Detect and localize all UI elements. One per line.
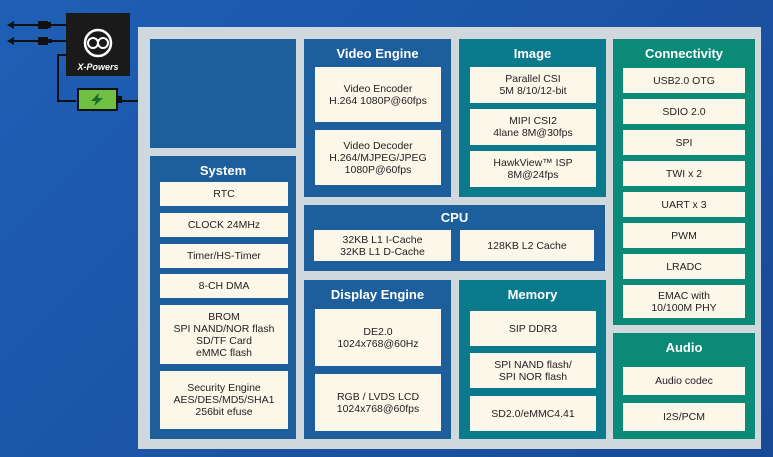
uart-item: UART x 3	[623, 192, 745, 217]
block-title: Video Engine	[336, 45, 419, 61]
video-encoder-item: Video Encoder H.264 1080P@60fps	[315, 67, 441, 122]
timer-item: Timer/HS-Timer	[160, 244, 288, 268]
system-block: System RTC CLOCK 24MHz Timer/HS-Timer 8-…	[150, 156, 296, 439]
connectivity-block: Connectivity USB2.0 OTG SDIO 2.0 SPI TWI…	[613, 39, 755, 325]
lradc-item: LRADC	[623, 254, 745, 279]
brom-item: BROM SPI NAND/NOR flash SD/TF Card eMMC …	[160, 305, 288, 364]
video-decoder-item: Video Decoder H.264/MJPEG/JPEG 1080P@60f…	[315, 130, 441, 185]
rtc-item: RTC	[160, 182, 288, 206]
video-engine-block: Video Engine Video Encoder H.264 1080P@6…	[304, 39, 451, 197]
parallel-csi-item: Parallel CSI 5M 8/10/12-bit	[470, 67, 596, 103]
emac-item: EMAC with 10/100M PHY	[623, 285, 745, 318]
block-title: Display Engine	[330, 286, 425, 302]
pmic-logo-text: X-Powers	[77, 62, 119, 72]
spi-item: SPI	[623, 130, 745, 155]
l2-cache-item: 128KB L2 Cache	[460, 230, 594, 261]
sdio-item: SDIO 2.0	[623, 99, 745, 124]
audio-codec-item: Audio codec	[623, 367, 745, 395]
i2s-pcm-item: I2S/PCM	[623, 403, 745, 431]
block-title: Image	[513, 45, 552, 61]
l1-cache-item: 32KB L1 I-Cache 32KB L1 D-Cache	[314, 230, 451, 261]
cpu-block: CPU 32KB L1 I-Cache 32KB L1 D-Cache 128K…	[304, 205, 605, 271]
core-area	[150, 39, 296, 148]
isp-item: HawkView™ ISP 8M@24fps	[470, 151, 596, 187]
mipi-csi2-item: MIPI CSI2 4lane 8M@30fps	[470, 109, 596, 145]
clock-item: CLOCK 24MHz	[160, 213, 288, 237]
x-powers-logo-icon	[83, 28, 113, 58]
usb-otg-item: USB2.0 OTG	[623, 68, 745, 93]
ddr3-item: SIP DDR3	[470, 311, 596, 346]
security-engine-item: Security Engine AES/DES/MD5/SHA1 256bit …	[160, 371, 288, 429]
block-title: Audio	[665, 339, 703, 355]
block-title: Memory	[507, 286, 558, 302]
sd-emmc-item: SD2.0/eMMC4.41	[470, 396, 596, 431]
lcd-item: RGB / LVDS LCD 1024x768@60fps	[315, 374, 441, 431]
battery-icon	[77, 88, 122, 111]
display-engine-block: Display Engine DE2.0 1024x768@60Hz RGB /…	[304, 280, 451, 439]
block-title: System	[199, 162, 247, 178]
spi-flash-item: SPI NAND flash/ SPI NOR flash	[470, 353, 596, 388]
block-title: Connectivity	[644, 45, 723, 61]
arrow-left-icon	[7, 37, 14, 45]
pwm-item: PWM	[623, 223, 745, 248]
dma-item: 8-CH DMA	[160, 274, 288, 298]
audio-block: Audio Audio codec I2S/PCM	[613, 333, 755, 439]
twi-item: TWI x 2	[623, 161, 745, 186]
block-title: CPU	[440, 209, 469, 225]
memory-block: Memory SIP DDR3 SPI NAND flash/ SPI NOR …	[459, 280, 606, 439]
usb-plug-icon	[38, 37, 48, 45]
pmic-chip: X-Powers	[66, 13, 130, 76]
de2-item: DE2.0 1024x768@60Hz	[315, 309, 441, 366]
arrow-left-icon	[7, 21, 14, 29]
plug-icon	[38, 21, 48, 29]
image-block: Image Parallel CSI 5M 8/10/12-bit MIPI C…	[459, 39, 606, 197]
